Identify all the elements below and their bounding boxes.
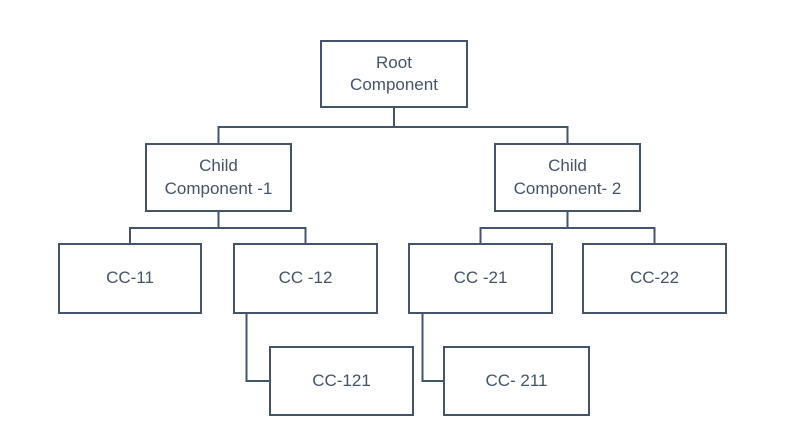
node-child-component-1: Child Component -1 <box>145 143 292 212</box>
node-cc-11: CC-11 <box>58 243 202 314</box>
node-cc-121: CC-121 <box>269 346 414 416</box>
node-cc-211: CC- 211 <box>443 346 590 416</box>
node-label: CC-121 <box>312 370 371 390</box>
node-label: CC -12 <box>278 268 333 288</box>
node-root-component: Root Component <box>320 40 468 108</box>
node-label: CC- 211 <box>485 370 548 390</box>
node-child-component-2: Child Component- 2 <box>494 143 641 212</box>
node-cc-12: CC -12 <box>233 243 378 314</box>
connector-child1-to-cc11-cc12 <box>129 212 307 243</box>
node-label: CC-22 <box>629 268 680 288</box>
connector-cc12-to-cc121 <box>245 314 269 382</box>
node-cc-22: CC-22 <box>582 243 727 314</box>
node-label: CC-11 <box>106 268 154 288</box>
connector-root-to-children <box>217 108 569 143</box>
connector-cc21-to-cc211 <box>421 314 443 382</box>
node-label: Child Component -1 <box>164 156 273 198</box>
node-label: CC -21 <box>453 268 508 288</box>
node-cc-21: CC -21 <box>408 243 553 314</box>
node-label: Child Component- 2 <box>513 156 622 198</box>
node-label: Root Component <box>350 52 438 94</box>
connector-child2-to-cc21-cc22 <box>479 212 656 243</box>
